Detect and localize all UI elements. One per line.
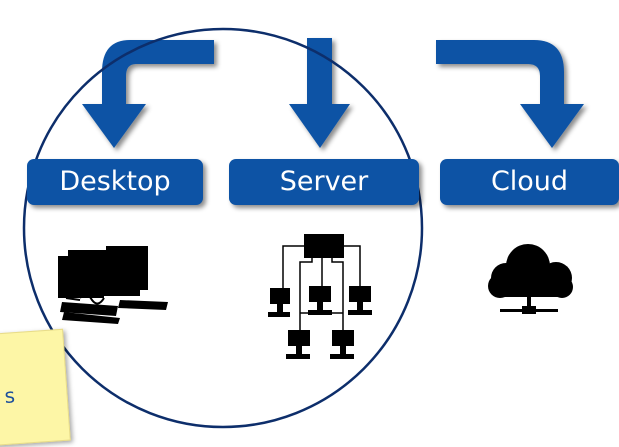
label-cloud: Cloud [440, 159, 619, 205]
label-desktop: Desktop [27, 159, 203, 205]
sticky-note: s [0, 328, 71, 447]
desktop-computers-icon [58, 246, 168, 324]
deployment-diagram: Desktop Server Cloud s [0, 27, 619, 447]
arrow-to-desktop [82, 40, 214, 148]
arrow-to-cloud [436, 40, 584, 148]
grouping-circle [22, 27, 424, 429]
label-server: Server [229, 159, 419, 205]
server-network-icon [268, 234, 372, 359]
diagram-graphics [22, 27, 584, 429]
sticky-note-text: s [3, 383, 16, 408]
arrow-to-server [289, 38, 350, 148]
cloud-network-icon [488, 244, 573, 314]
